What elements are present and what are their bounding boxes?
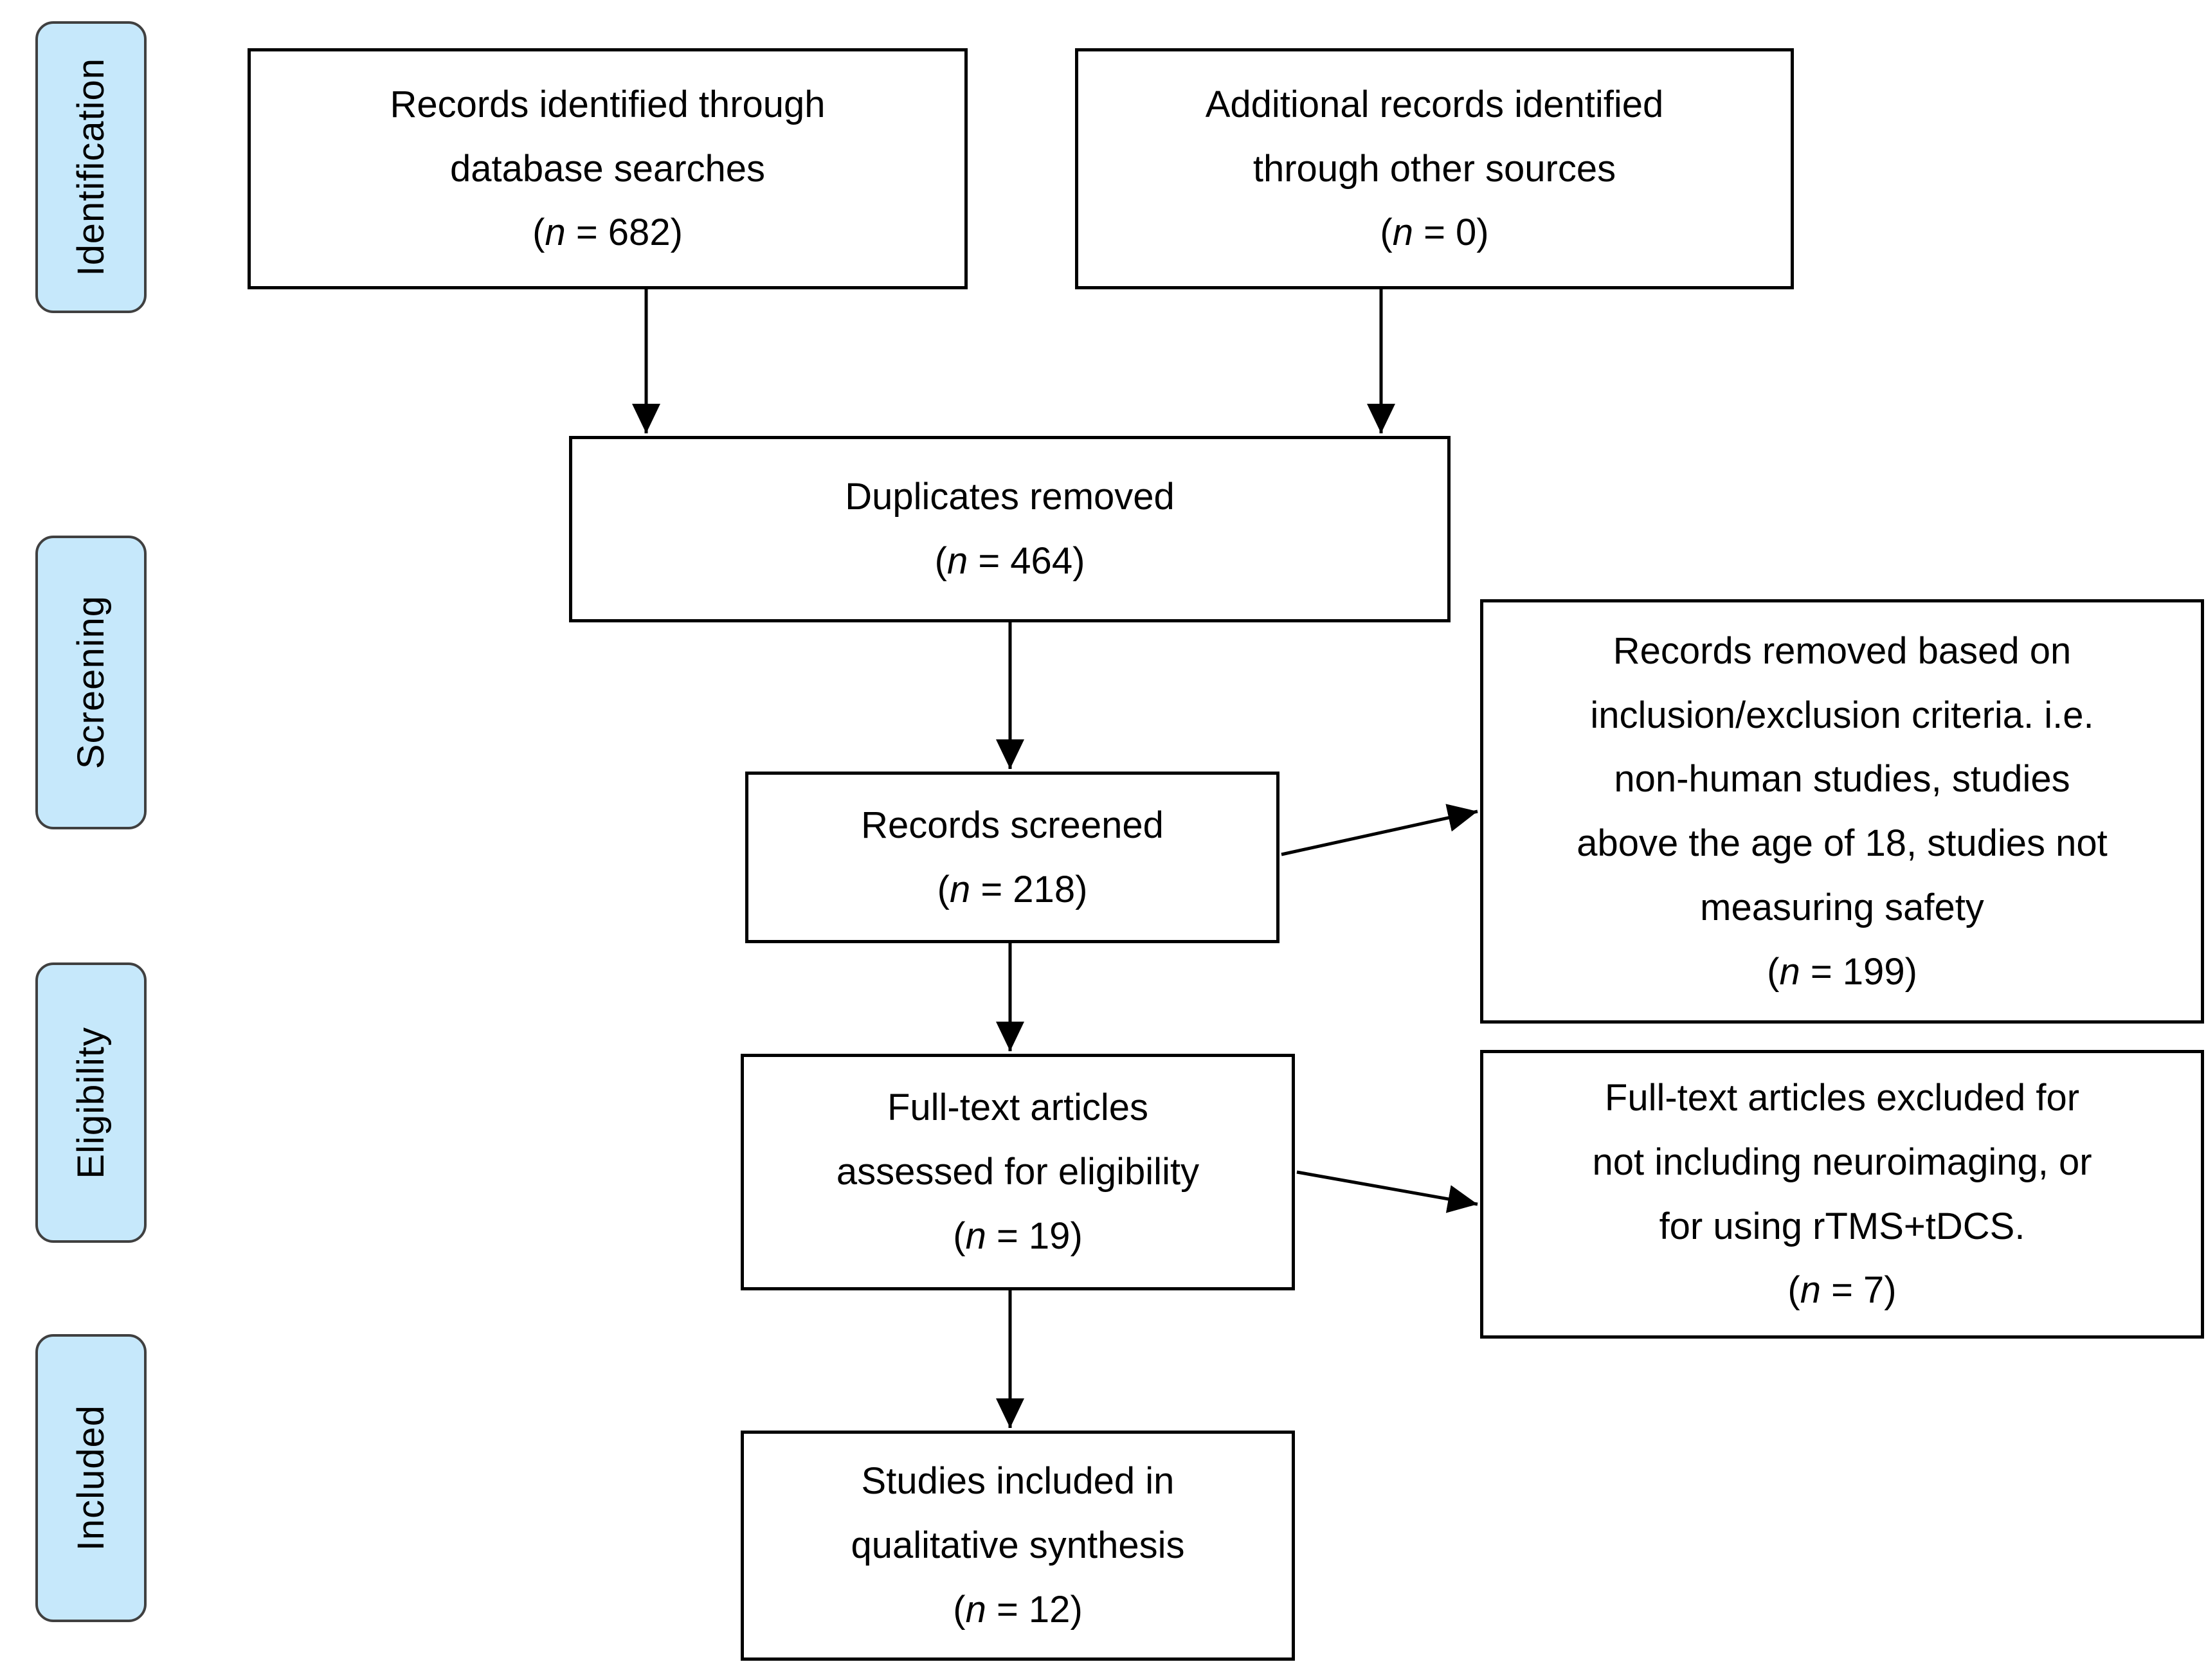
box-count: (n = 12) <box>953 1588 1083 1630</box>
box-text: Additional records identified through ot… <box>1205 83 1664 190</box>
stage-label-text: Eligibility <box>70 1026 112 1179</box>
box-count: (n = 218) <box>937 868 1088 910</box>
stage-label-included: Included <box>35 1334 147 1622</box>
stage-label-screening: Screening <box>35 536 147 829</box>
stage-label-text: Identification <box>70 58 112 276</box>
box-duplicates-removed: Duplicates removed (n = 464) <box>569 436 1451 622</box>
box-text: Studies included in qualitative synthesi… <box>851 1460 1185 1567</box>
box-text: Full-text articles assessed for eligibil… <box>836 1087 1200 1193</box>
stage-label-identification: Identification <box>35 21 147 313</box>
box-text: Records identified through database sear… <box>390 83 826 190</box>
box-fulltext-excluded: Full-text articles excluded for not incl… <box>1480 1050 2204 1339</box>
box-text: Duplicates removed <box>845 476 1175 518</box>
stage-label-eligibility: Eligibility <box>35 962 147 1243</box>
box-count: (n = 0) <box>1380 212 1489 254</box>
box-text: Records removed based on inclusion/exclu… <box>1577 629 2108 928</box>
box-count: (n = 199) <box>1767 950 1917 993</box>
box-fulltext-assessed: Full-text articles assessed for eligibil… <box>741 1054 1295 1290</box>
box-records-identified: Records identified through database sear… <box>248 48 968 289</box>
box-count: (n = 464) <box>934 540 1085 582</box>
box-additional-records: Additional records identified through ot… <box>1075 48 1794 289</box>
box-studies-included: Studies included in qualitative synthesi… <box>741 1431 1295 1661</box>
arrow-screened-to-removed <box>1281 804 1478 856</box>
stage-label-text: Screening <box>70 595 112 770</box>
box-count: (n = 682) <box>532 212 683 254</box>
box-text: Records screened <box>861 804 1164 846</box>
box-records-screened: Records screened (n = 218) <box>745 772 1279 943</box>
box-text: Full-text articles excluded for not incl… <box>1592 1077 2092 1247</box>
box-count: (n = 19) <box>953 1215 1083 1257</box>
box-records-removed: Records removed based on inclusion/exclu… <box>1480 599 2204 1024</box>
arrow-fulltext-to-excluded <box>1296 1170 1478 1213</box>
box-count: (n = 7) <box>1787 1269 1897 1312</box>
stage-label-text: Included <box>70 1405 112 1551</box>
